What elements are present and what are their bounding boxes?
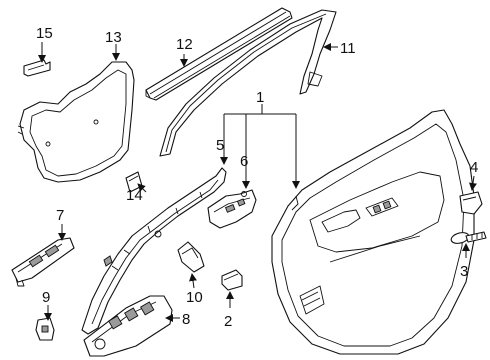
part-7-window-switch [11,237,75,287]
callout-2: 2 [224,313,232,330]
part-13-inner-panel [17,61,135,183]
callout-5: 5 [216,137,224,154]
callout-10: 10 [186,289,203,306]
part-2-cap [221,269,243,291]
part-9-clip [35,317,55,341]
callout-7: 7 [56,207,64,224]
part-4-pad [459,191,483,215]
part-10-switch [177,241,205,273]
callout-13: 13 [105,29,122,46]
callout-11: 11 [340,40,356,57]
part-1-door-trim-panel [271,109,475,355]
callout-8: 8 [182,311,190,328]
callout-6: 6 [240,153,248,170]
part-6-bracket [207,189,257,229]
callout-4: 4 [470,159,478,176]
callout-14: 14 [126,187,143,204]
callout-15: 15 [36,25,53,42]
callout-12: 12 [176,36,193,53]
callout-9: 9 [42,289,50,306]
part-3-screw [450,231,487,244]
part-15-clip [23,59,51,77]
callout-labels: 15 13 12 11 1 5 6 4 14 7 3 10 9 2 8 [36,25,478,330]
leader-lines [38,42,477,322]
callout-1: 1 [256,89,264,106]
callout-3: 3 [460,263,468,280]
part-11-frame-molding [159,9,337,157]
part-12-weatherstrip [145,7,293,101]
part-5-trim-strip [81,167,227,335]
